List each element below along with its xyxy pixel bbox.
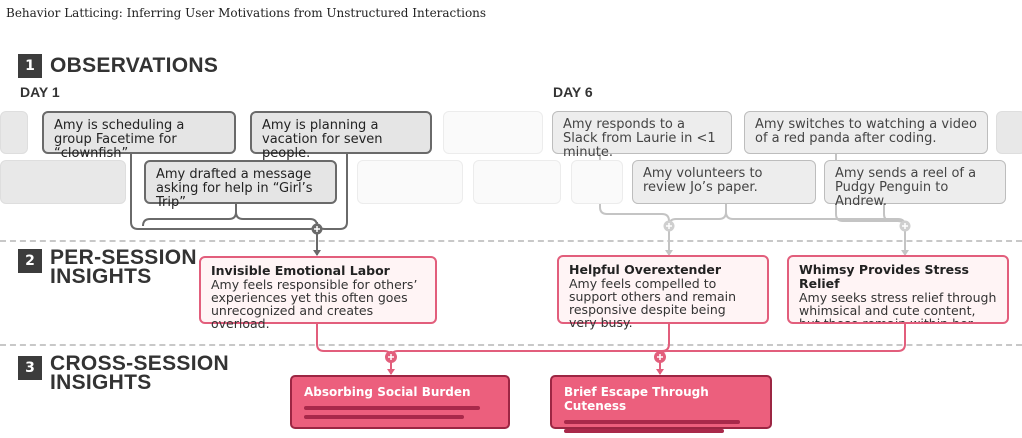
cross-insight-title: Brief Escape Through Cuteness <box>564 385 709 413</box>
ghost-card <box>0 111 28 154</box>
placeholder-text-bar <box>304 415 464 419</box>
insight-body: Amy feels responsible for others’ experi… <box>211 277 418 331</box>
insight-title: Whimsy Provides Stress Relief <box>799 262 970 291</box>
section-title-per-session: PER-SESSION INSIGHTS <box>50 246 197 288</box>
cross-insight-title: Absorbing Social Burden <box>304 385 471 399</box>
insight-body: Amy feels compelled to support others an… <box>569 276 737 330</box>
insight-card-helpful-overextender[interactable]: Helpful Overextender Amy feels compelled… <box>557 255 769 329</box>
ghost-card <box>357 160 463 204</box>
ghost-card <box>996 111 1022 154</box>
ghost-card <box>0 160 126 204</box>
ghost-card <box>473 160 561 204</box>
insight-card-whimsy-stress-relief[interactable]: Whimsy Provides Stress Relief Amy seeks … <box>787 255 1009 324</box>
figure-caption: Behavior Latticing: Inferring User Motiv… <box>6 6 487 20</box>
section-title-cross-session: CROSS-SESSION INSIGHTS <box>50 352 229 394</box>
cross-insight-card-brief-escape[interactable]: Brief Escape Through Cuteness <box>550 375 772 433</box>
observation-card[interactable]: Amy responds to a Slack from Laurie in <… <box>552 111 732 160</box>
section-divider <box>0 344 1022 346</box>
section-title-observations: OBSERVATIONS <box>50 54 219 77</box>
observation-card[interactable]: Amy is planning a vacation for seven peo… <box>250 111 432 161</box>
cross-insight-card-absorbing-social-burden[interactable]: Absorbing Social Burden <box>290 375 510 429</box>
ghost-card <box>443 111 543 154</box>
observation-card[interactable]: Amy switches to watching a video of a re… <box>744 111 988 154</box>
observation-card[interactable]: Amy drafted a message asking for help in… <box>144 160 337 210</box>
insight-title: Invisible Emotional Labor <box>211 263 390 278</box>
section-divider <box>0 240 1022 242</box>
placeholder-text-bar <box>564 429 724 433</box>
section-number-cross-session: 3 <box>18 356 42 380</box>
placeholder-text-bar <box>564 420 740 424</box>
observation-card[interactable]: Amy sends a reel of a Pudgy Penguin to A… <box>824 160 1006 209</box>
section-number-observations: 1 <box>18 54 42 78</box>
insight-body: Amy seeks stress relief through whimsica… <box>799 290 997 324</box>
ghost-card <box>571 160 623 204</box>
section-number-per-session: 2 <box>18 249 42 273</box>
day-label-6: DAY 6 <box>553 84 593 100</box>
insight-title: Helpful Overextender <box>569 262 722 277</box>
placeholder-text-bar <box>304 406 480 410</box>
day-label-1: DAY 1 <box>20 84 60 100</box>
observation-card[interactable]: Amy volunteers to review Jo’s paper. <box>632 160 816 204</box>
insight-card-invisible-emotional-labor[interactable]: Invisible Emotional Labor Amy feels resp… <box>199 256 437 330</box>
observation-card[interactable]: Amy is scheduling a group Facetime for “… <box>42 111 236 161</box>
